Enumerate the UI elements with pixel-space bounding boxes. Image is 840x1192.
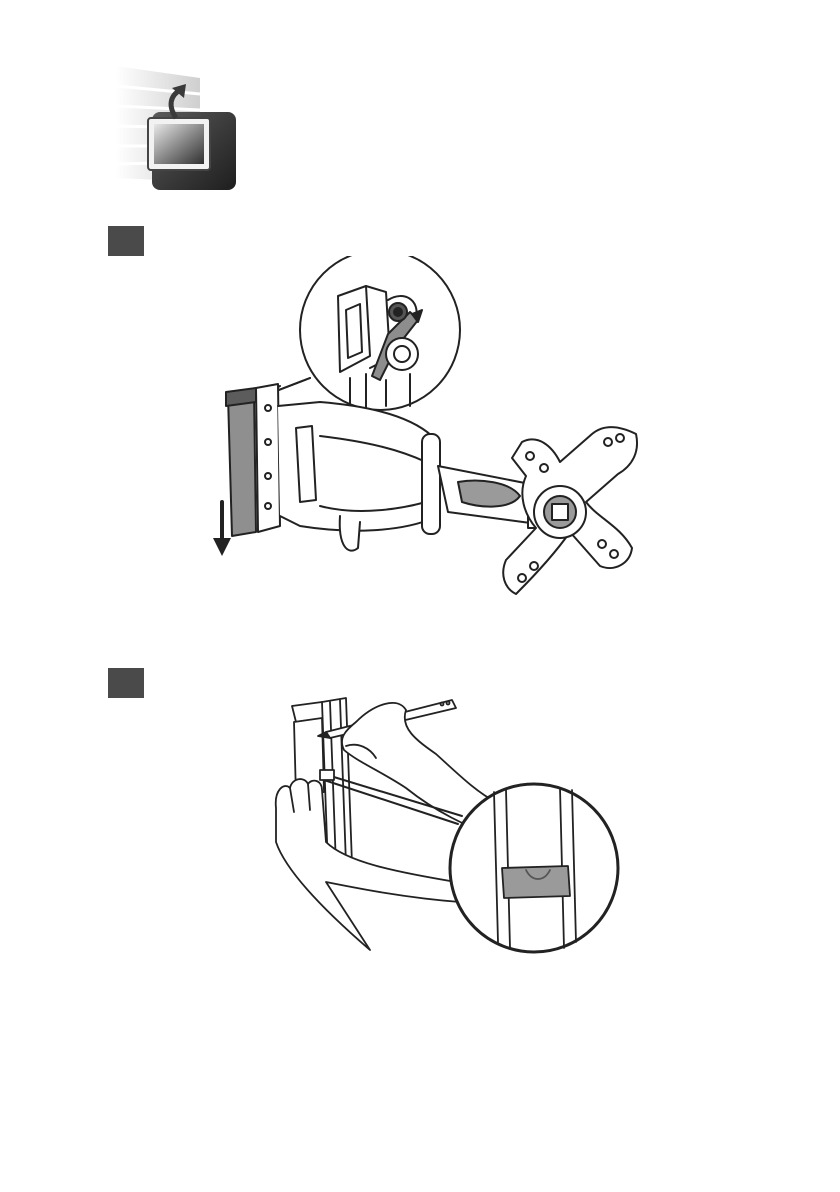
pull-down-arrow — [213, 502, 231, 556]
swing-arm — [278, 402, 546, 551]
bubble-level-detail — [450, 784, 618, 952]
bracket-cover-removal-illustration — [200, 256, 650, 612]
wall-plate — [226, 384, 280, 536]
step-1-marker — [108, 226, 144, 256]
wall-mount-tv-icon — [108, 66, 238, 192]
step-2-marker — [108, 668, 144, 698]
locking-screw-detail — [258, 256, 460, 410]
marking-wall-with-pencil-illustration — [266, 692, 626, 954]
